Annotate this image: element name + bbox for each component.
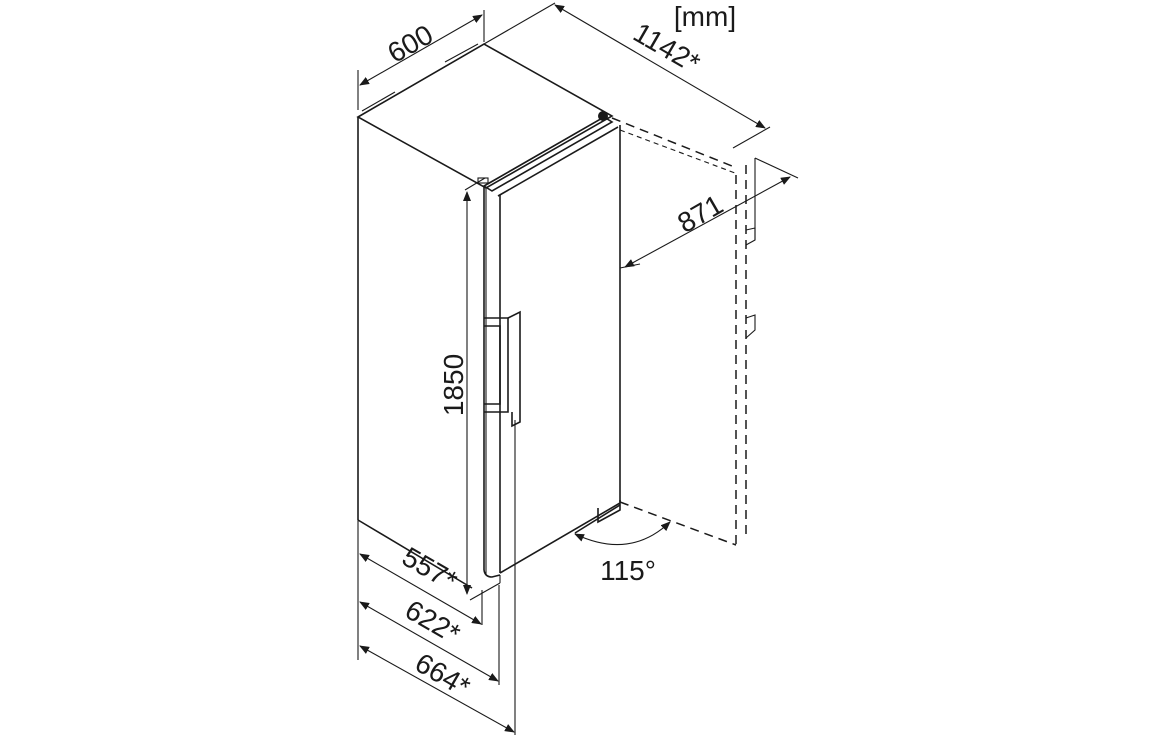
hinge-icon	[598, 111, 608, 121]
width-label: 600	[382, 19, 438, 69]
unit-label: [mm]	[674, 1, 736, 32]
fridge-foot	[574, 500, 621, 534]
fridge-body	[356, 43, 614, 589]
door-angle-label: 115°	[600, 555, 656, 586]
door-open-width-label: 871	[672, 189, 728, 239]
door-handle	[484, 310, 521, 428]
depth-body-label: 557*	[397, 541, 462, 597]
depth-with-door-label: 622*	[400, 594, 465, 650]
height-label: 1850	[438, 354, 469, 416]
door-open-outline	[611, 117, 756, 548]
depth-with-handle-label: 664*	[410, 647, 475, 703]
dimension-lines	[357, 2, 799, 735]
